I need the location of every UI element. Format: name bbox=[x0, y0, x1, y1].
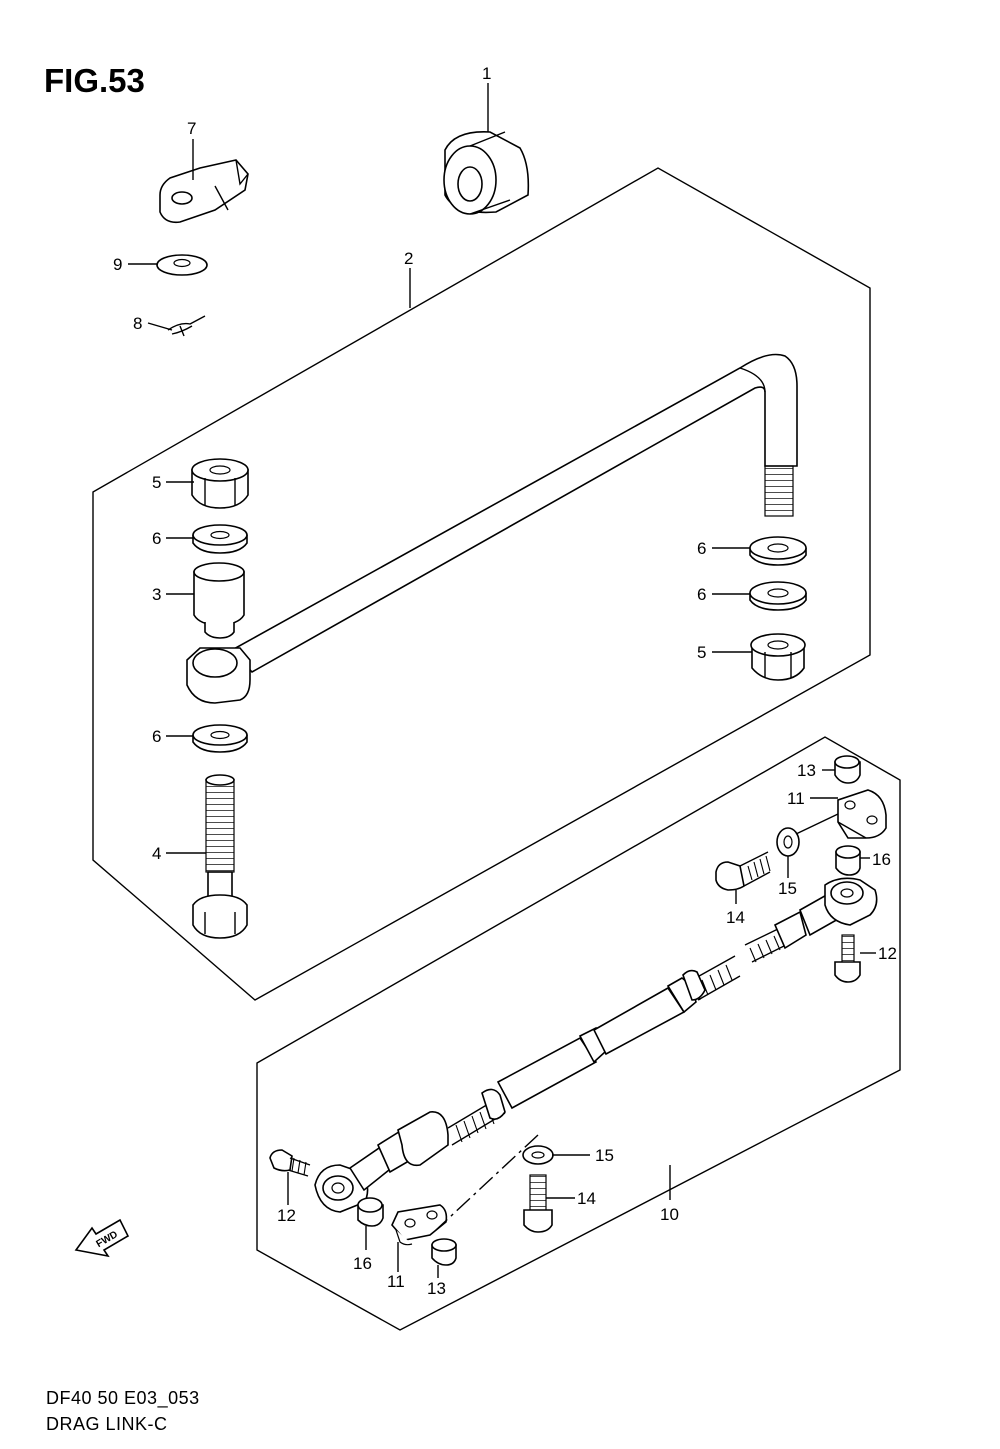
nut-part-5-left[interactable] bbox=[191, 458, 249, 509]
nut-part-5-right[interactable] bbox=[750, 633, 806, 681]
callout-6-lower-left: 6 bbox=[152, 727, 161, 746]
bracket-part-11-upper[interactable] bbox=[837, 789, 887, 839]
bolt-part-12-upper[interactable] bbox=[834, 934, 861, 983]
callout-12-lower: 12 bbox=[277, 1206, 296, 1225]
cotter-pin-part-8[interactable] bbox=[167, 315, 206, 337]
callout-7: 7 bbox=[187, 119, 196, 138]
callout-13-lower: 13 bbox=[427, 1279, 446, 1298]
callout-9: 9 bbox=[113, 255, 122, 274]
callout-6-upper-left: 6 bbox=[152, 529, 161, 548]
callout-8: 8 bbox=[133, 314, 142, 333]
callout-12-upper: 12 bbox=[878, 944, 897, 963]
callout-labels: 1 2 7 9 8 5 6 3 6 4 6 6 5 13 11 16 15 14… bbox=[113, 64, 897, 1298]
bracket-part-11-lower[interactable] bbox=[391, 1204, 448, 1246]
callout-6-right-top: 6 bbox=[697, 539, 706, 558]
bolt-part-14-lower[interactable] bbox=[523, 1174, 553, 1233]
callout-15-lower: 15 bbox=[595, 1146, 614, 1165]
callout-1: 1 bbox=[482, 64, 491, 83]
bracket-part-7[interactable] bbox=[159, 159, 249, 224]
tie-rod-part-10[interactable] bbox=[314, 955, 741, 1213]
washer-part-6-lower-left[interactable] bbox=[192, 724, 248, 753]
callout-6-right-bottom: 6 bbox=[697, 585, 706, 604]
bolt-part-12-lower[interactable] bbox=[269, 1149, 311, 1177]
assembly-dash-line bbox=[435, 1134, 539, 1231]
bolt-part-4[interactable] bbox=[192, 774, 248, 939]
bushing-part-16-lower[interactable] bbox=[357, 1197, 384, 1227]
bolt-part-14-upper[interactable] bbox=[715, 851, 771, 891]
model-code: DF40 50 E03_053 bbox=[46, 1388, 200, 1408]
callout-14-lower: 14 bbox=[577, 1189, 596, 1208]
callout-13-upper: 13 bbox=[797, 761, 816, 780]
washer-part-15-upper[interactable] bbox=[776, 827, 800, 857]
bushing-part-1[interactable] bbox=[443, 131, 530, 215]
nut-part-13-upper[interactable] bbox=[834, 755, 861, 784]
leader-lines bbox=[128, 83, 876, 1278]
callout-11-upper: 11 bbox=[787, 789, 805, 808]
figure-title: FIG.53 bbox=[44, 62, 145, 99]
bushing-part-16-upper[interactable] bbox=[835, 845, 861, 876]
washer-part-6-right-top[interactable] bbox=[749, 536, 807, 566]
callout-11-lower: 11 bbox=[387, 1272, 405, 1291]
washer-part-15-lower[interactable] bbox=[522, 1145, 554, 1165]
washer-part-6-right-bottom[interactable] bbox=[749, 581, 807, 611]
figure-name: DRAG LINK-C bbox=[46, 1414, 168, 1434]
washer-part-9[interactable] bbox=[156, 254, 208, 276]
callout-5-left: 5 bbox=[152, 473, 161, 492]
callout-10: 10 bbox=[660, 1205, 679, 1224]
callout-16-upper: 16 bbox=[872, 850, 891, 869]
fwd-arrow-icon: FWD bbox=[74, 1218, 130, 1258]
drag-link-rod-part-2[interactable] bbox=[186, 353, 798, 704]
callout-16-lower: 16 bbox=[353, 1254, 372, 1273]
washer-part-6-upper-left[interactable] bbox=[192, 524, 248, 554]
callout-4: 4 bbox=[152, 844, 161, 863]
callout-3: 3 bbox=[152, 585, 161, 604]
callout-14-upper: 14 bbox=[726, 908, 745, 927]
assembly-outline-10 bbox=[256, 736, 901, 1331]
assembly-outline-2 bbox=[92, 167, 871, 1001]
callout-2: 2 bbox=[404, 249, 413, 268]
callout-5-right: 5 bbox=[697, 643, 706, 662]
nut-part-13-lower[interactable] bbox=[431, 1238, 457, 1266]
rod-end-upper[interactable] bbox=[744, 877, 878, 963]
collar-part-3[interactable] bbox=[193, 562, 245, 639]
callout-15-upper: 15 bbox=[778, 879, 797, 898]
